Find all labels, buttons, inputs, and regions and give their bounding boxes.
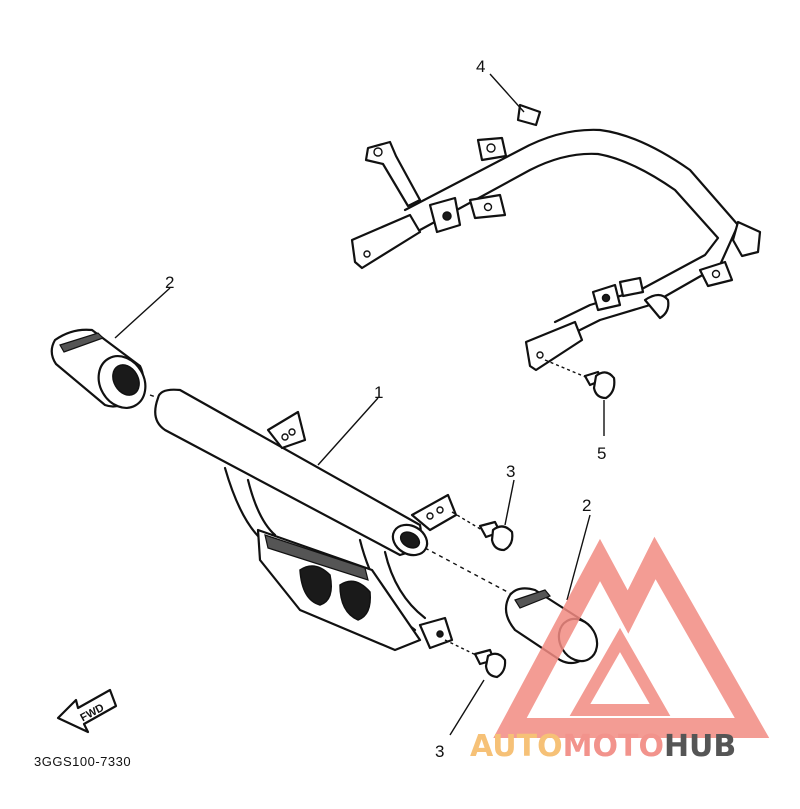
- part-3-bolt-upper: [451, 511, 514, 552]
- callout-4: 4: [476, 57, 485, 76]
- part-1-guard-bar: [154, 388, 458, 652]
- diagram-code: 3GGS100-7330: [34, 754, 131, 769]
- callout-1: 1: [374, 383, 383, 402]
- callout-2-left: 2: [165, 273, 174, 292]
- callout-5: 5: [597, 444, 606, 463]
- watermark-hub: HUB: [664, 729, 736, 764]
- callout-3-lower: 3: [435, 742, 444, 761]
- callout-3-upper: 3: [506, 462, 515, 481]
- fwd-arrow-icon: FWD: [56, 688, 118, 734]
- svg-text:AUTOMOTOHUB: AUTOMOTOHUB: [470, 729, 736, 764]
- part-5-bolt: [544, 359, 616, 400]
- part-4-frame: [350, 103, 762, 372]
- callout-2-right: 2: [582, 496, 591, 515]
- watermark-auto: AUTO: [470, 729, 563, 764]
- automotohub-logo-icon: [493, 536, 770, 738]
- part-3-bolt-lower: [444, 639, 507, 679]
- part-2-end-cap-right: [504, 587, 599, 665]
- watermark-text: AUTOMOTOHUB: [470, 729, 736, 764]
- part-2-end-cap-left: [50, 328, 147, 409]
- watermark-moto: MOTO: [563, 729, 664, 764]
